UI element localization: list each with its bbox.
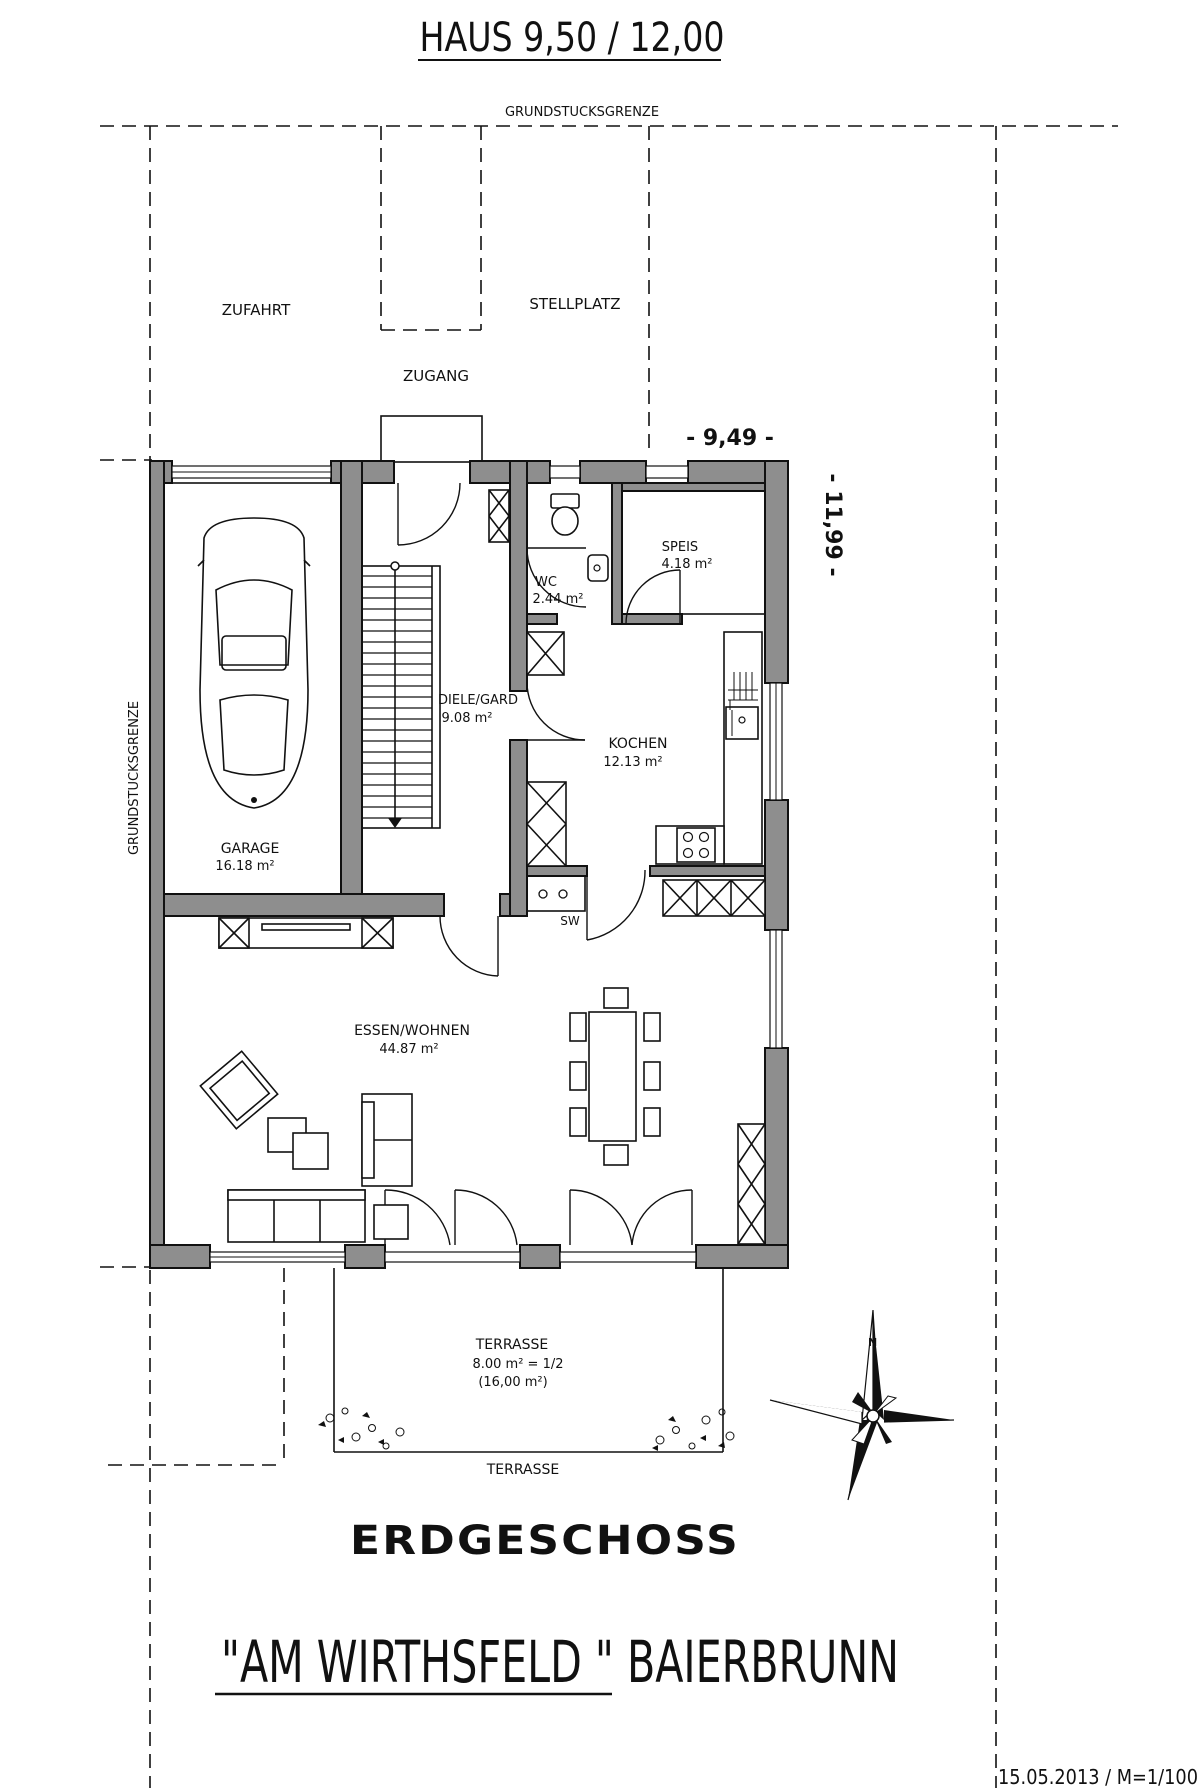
room-kochen-area: 12.13 m² bbox=[603, 755, 662, 770]
room-garage-name: GARAGE bbox=[221, 841, 280, 857]
tall-cabinet-right bbox=[737, 1123, 766, 1245]
coffee-table bbox=[267, 1117, 329, 1170]
stove-icon bbox=[676, 827, 716, 863]
sofa-icon bbox=[361, 1093, 413, 1187]
header-title: HAUS 9,50 / 12,00 bbox=[420, 15, 725, 61]
room-wc-area: 2.44 m² bbox=[533, 592, 584, 607]
dimension-depth: - 11,99 - bbox=[820, 473, 845, 576]
dimension-width: - 9,49 - bbox=[686, 426, 774, 451]
room-speis-area: 4.18 m² bbox=[662, 557, 713, 572]
plant-icon bbox=[318, 1407, 405, 1450]
toilet-icon bbox=[550, 493, 580, 536]
room-wohnen-name: ESSEN/WOHNEN bbox=[354, 1023, 470, 1039]
dining-table-icon bbox=[569, 987, 661, 1166]
label-zufahrt: ZUFAHRT bbox=[222, 301, 291, 319]
garage-inner bbox=[163, 482, 342, 895]
compass-rose-icon: N bbox=[769, 1309, 955, 1501]
room-terrasse-name: TERRASSE bbox=[475, 1337, 548, 1353]
label-stellplatz: STELLPLATZ bbox=[529, 295, 620, 313]
label-zugang: ZUGANG bbox=[403, 367, 469, 385]
sw-box bbox=[526, 875, 586, 912]
room-terrasse-area: 8.00 m² = 1/2 bbox=[472, 1357, 563, 1372]
room-sw-name: SW bbox=[560, 914, 580, 928]
footer-date-scale: 15.05.2013 / M=1/100 bbox=[998, 1765, 1198, 1788]
kitchen-storage-lower bbox=[526, 781, 567, 867]
boundary-label-top: GRUNDSTUCKSGRENZE bbox=[505, 105, 659, 120]
room-wc-name: WC bbox=[535, 575, 557, 590]
room-diele-name: DIELE/GARD bbox=[438, 693, 518, 708]
room-wohnen-area: 44.87 m² bbox=[379, 1042, 438, 1057]
drainboard bbox=[728, 672, 758, 710]
sofa-icon bbox=[227, 1189, 366, 1243]
interior-walls bbox=[163, 460, 766, 917]
project-title: "AM WIRTHSFELD " BAIERBRUNN bbox=[221, 1628, 899, 1696]
kitchen-storage-upper bbox=[526, 631, 565, 676]
boundary-label-left: GRUNDSTUCKSGRENZE bbox=[127, 701, 142, 855]
room-terrasse-note: (16,00 m²) bbox=[478, 1375, 547, 1390]
floor-title: ERDGESCHOSS bbox=[350, 1518, 740, 1564]
sink-icon bbox=[725, 706, 759, 740]
car-icon bbox=[197, 517, 311, 809]
staircase-icon bbox=[361, 561, 441, 829]
property-boundary bbox=[100, 125, 1118, 1788]
terrace-outline bbox=[333, 1268, 724, 1453]
doors bbox=[384, 482, 693, 1246]
svg-text:N: N bbox=[868, 1336, 877, 1349]
wardrobe-unit bbox=[488, 489, 510, 543]
side-table bbox=[373, 1204, 409, 1240]
armchair-icon bbox=[199, 1050, 279, 1130]
room-kochen-name: KOCHEN bbox=[608, 736, 667, 752]
room-speis-name: SPEIS bbox=[662, 540, 698, 555]
sink-icon bbox=[587, 554, 609, 582]
room-garage-area: 16.18 m² bbox=[215, 859, 274, 874]
sideboard bbox=[218, 917, 394, 949]
label-terrasse-edge: TERRASSE bbox=[486, 1462, 559, 1478]
cabinet-row-right bbox=[662, 879, 766, 917]
room-diele-area: 9.08 m² bbox=[442, 711, 493, 726]
speis-inner bbox=[621, 490, 766, 615]
windows bbox=[171, 465, 783, 1263]
entrance-step bbox=[380, 415, 483, 463]
plant-icon bbox=[652, 1408, 735, 1451]
